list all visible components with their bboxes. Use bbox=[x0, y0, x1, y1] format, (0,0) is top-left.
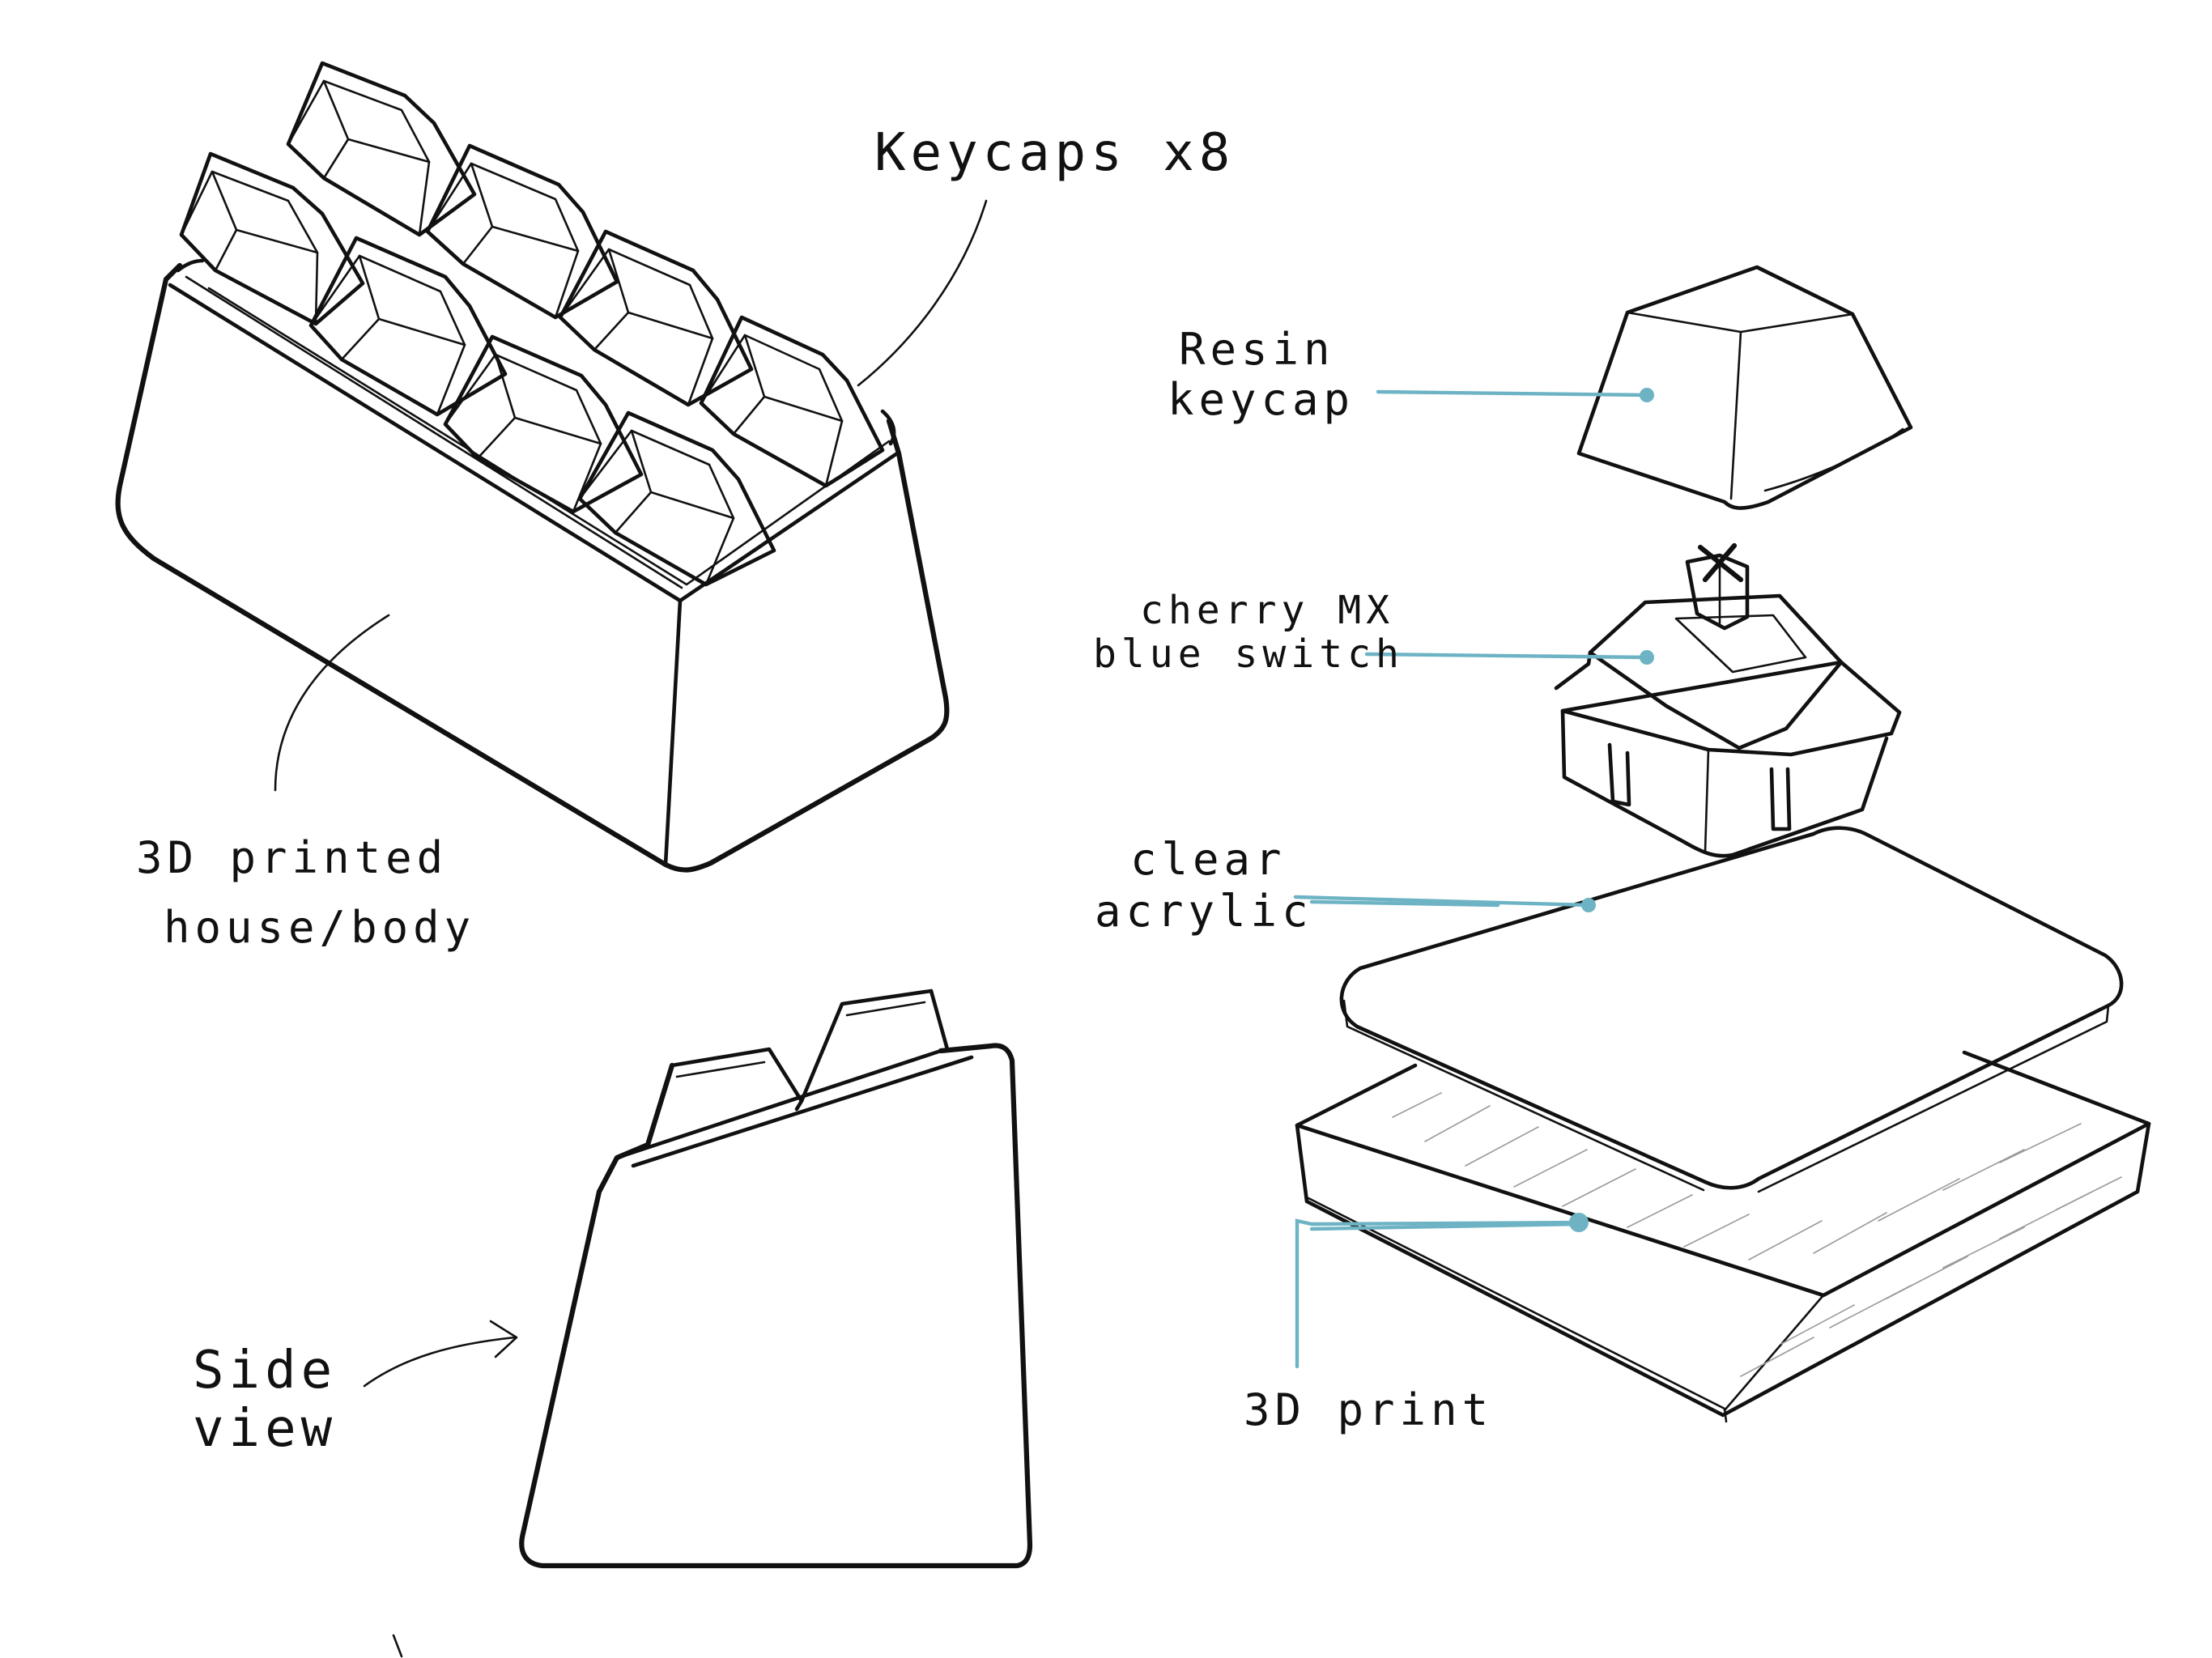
keycap-5 bbox=[560, 232, 751, 405]
keycap-2 bbox=[181, 154, 363, 324]
printed-body bbox=[118, 261, 947, 870]
keycaps-pointer bbox=[858, 201, 986, 385]
side-view-label-line2: view bbox=[193, 1399, 337, 1459]
switch-label-line2: blue switch bbox=[1093, 631, 1404, 677]
body-label-line2: house/body bbox=[164, 902, 475, 953]
mx-switch-part bbox=[1556, 546, 1899, 856]
leader-3d-print bbox=[1297, 1213, 1589, 1367]
acrylic-label-line2: acrylic bbox=[1095, 886, 1313, 937]
printed-base-part bbox=[1297, 1052, 2149, 1422]
acrylic-plate-part bbox=[1342, 828, 2121, 1192]
base-hatching bbox=[1393, 1093, 2121, 1376]
leader-resin-keycap bbox=[1378, 388, 1654, 402]
acrylic-label-line1: clear bbox=[1130, 834, 1287, 885]
switch-label-line1: cherry MX bbox=[1140, 588, 1394, 633]
macropad-assembly bbox=[118, 63, 986, 870]
print-label: 3D print bbox=[1244, 1384, 1493, 1435]
side-view-drawing bbox=[364, 991, 1030, 1566]
keycap-grid bbox=[181, 63, 883, 585]
exploded-key-view bbox=[1295, 267, 2149, 1422]
resin-keycap-label-line1: Resin bbox=[1179, 324, 1335, 375]
leader-switch bbox=[1367, 650, 1654, 665]
stray-mark bbox=[393, 1635, 402, 1656]
body-label-line1: 3D printed bbox=[136, 832, 448, 883]
resin-keycap-part bbox=[1579, 267, 1911, 508]
resin-keycap-label-line2: keycap bbox=[1168, 374, 1355, 425]
side-view-label-line1: Side bbox=[193, 1341, 337, 1401]
keycap-7 bbox=[701, 317, 883, 486]
side-view-arrow bbox=[364, 1337, 515, 1386]
keycap-6 bbox=[445, 337, 641, 512]
keycaps-label: Keycaps x8 bbox=[874, 123, 1235, 183]
